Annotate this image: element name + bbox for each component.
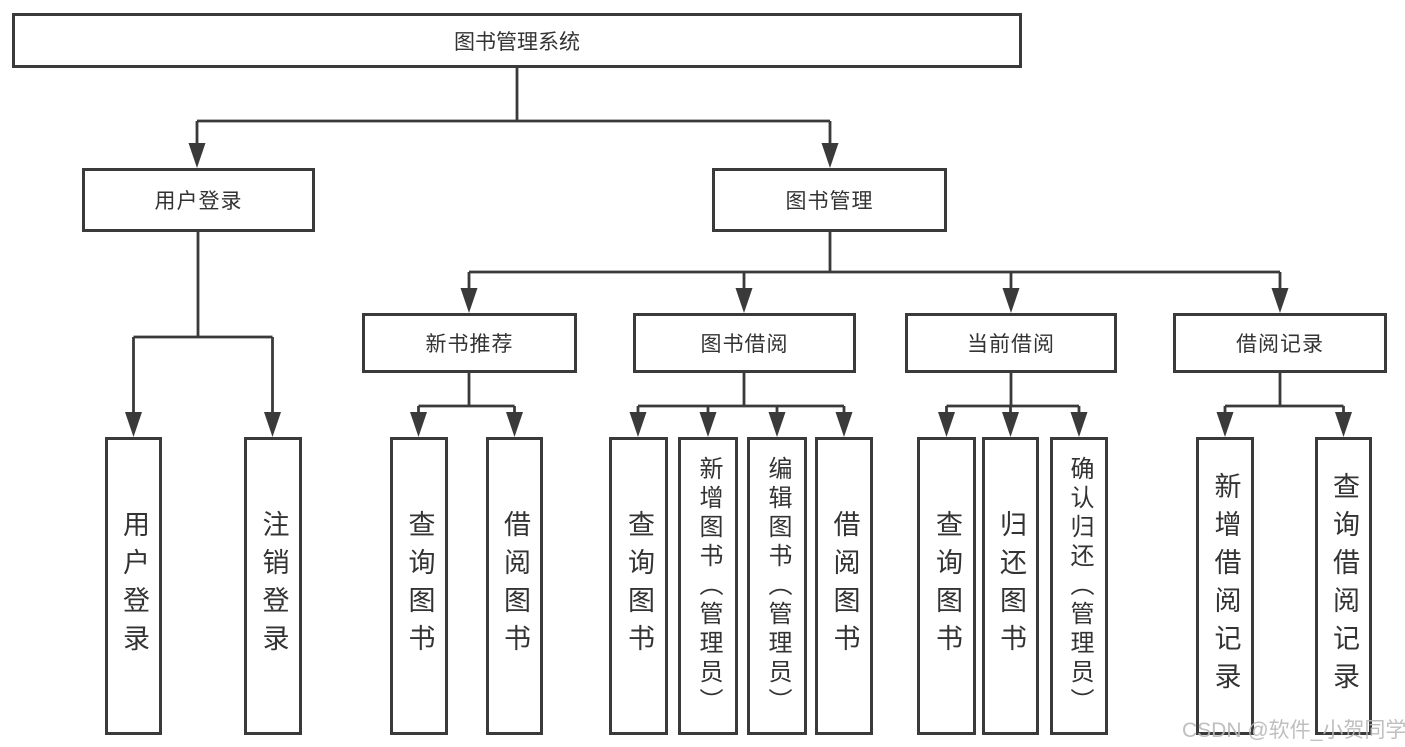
edge-userlogin-to-leaves: [132, 232, 274, 414]
node-book-borrowing: 图书借阅: [633, 313, 856, 373]
edge-bookmgmt-to-level3: [467, 232, 1282, 290]
leaf-label: 注销登录: [258, 510, 289, 662]
leaf-label: 查询图书: [624, 510, 654, 662]
arrowhead: [699, 412, 717, 437]
node-current-borrowing: 当前借阅: [905, 313, 1117, 373]
leaf-label: 借阅图书: [829, 510, 860, 662]
leaf-query-books-current: 查询图书: [917, 437, 976, 735]
edge-newbooks-to-leaves: [417, 373, 516, 414]
leaf-label: 确认归还（管理员）: [1066, 455, 1093, 717]
leaf-label: 归还图书: [996, 510, 1026, 662]
node-user-login: 用户登录: [82, 168, 315, 232]
leaf-label: 查询图书: [404, 510, 435, 662]
arrowhead: [125, 412, 142, 437]
arrowhead: [1271, 288, 1289, 313]
arrowhead: [264, 412, 281, 437]
edge-currentborrow-to-leaves: [945, 373, 1081, 414]
leaf-return-books: 归还图书: [982, 437, 1039, 735]
leaf-label: 借阅图书: [500, 510, 530, 662]
leaf-label: 编辑图书（管理员）: [764, 455, 791, 717]
edge-records-to-leaves: [1223, 373, 1345, 414]
arrowhead: [188, 143, 206, 168]
leaf-label: 新增图书（管理员）: [695, 455, 722, 717]
leaf-label: 查询借阅记录: [1329, 472, 1359, 700]
leaf-query-books-newbooks: 查询图书: [390, 437, 448, 735]
leaf-add-book-admin: 新增图书（管理员）: [678, 437, 738, 735]
watermark: CSDN @软件_小贺同学: [1182, 719, 1405, 742]
edge-root-to-level2: [195, 68, 832, 147]
node-book-management: 图书管理: [712, 168, 947, 232]
arrowhead: [768, 412, 786, 437]
node-borrowing-records: 借阅记录: [1173, 313, 1387, 373]
arrowhead: [1070, 412, 1088, 437]
leaf-query-borrow-record: 查询借阅记录: [1315, 437, 1372, 735]
arrowhead: [460, 288, 478, 313]
leaf-user-login: 用户登录: [105, 437, 162, 735]
arrowhead: [506, 412, 523, 437]
arrowhead: [1002, 288, 1020, 313]
arrowheads: [125, 143, 1352, 437]
leaf-label: 用户登录: [119, 510, 149, 662]
edge-bookborrow-to-leaves: [636, 373, 846, 414]
arrowhead: [938, 412, 955, 437]
node-library-system: 图书管理系统: [12, 13, 1022, 68]
node-new-book-recommend: 新书推荐: [362, 313, 577, 373]
arrowhead: [821, 143, 839, 168]
leaf-label: 新增借阅记录: [1210, 472, 1241, 700]
leaf-query-books-borrowing: 查询图书: [609, 437, 668, 735]
arrowhead: [1335, 412, 1352, 437]
leaf-borrow-books-borrowing: 借阅图书: [815, 437, 873, 735]
arrowhead: [410, 412, 427, 437]
leaf-label: 查询图书: [932, 510, 962, 662]
arrowhead: [629, 412, 647, 437]
arrowhead: [1002, 412, 1019, 437]
leaf-borrow-books-newbooks: 借阅图书: [486, 437, 543, 735]
leaf-add-borrow-record: 新增借阅记录: [1196, 437, 1254, 735]
arrowhead: [835, 412, 853, 437]
leaf-edit-book-admin: 编辑图书（管理员）: [747, 437, 807, 735]
arrowhead: [1216, 412, 1234, 437]
arrowhead: [735, 288, 753, 313]
leaf-confirm-return-admin: 确认归还（管理员）: [1050, 437, 1108, 735]
leaf-logout: 注销登录: [244, 437, 302, 735]
